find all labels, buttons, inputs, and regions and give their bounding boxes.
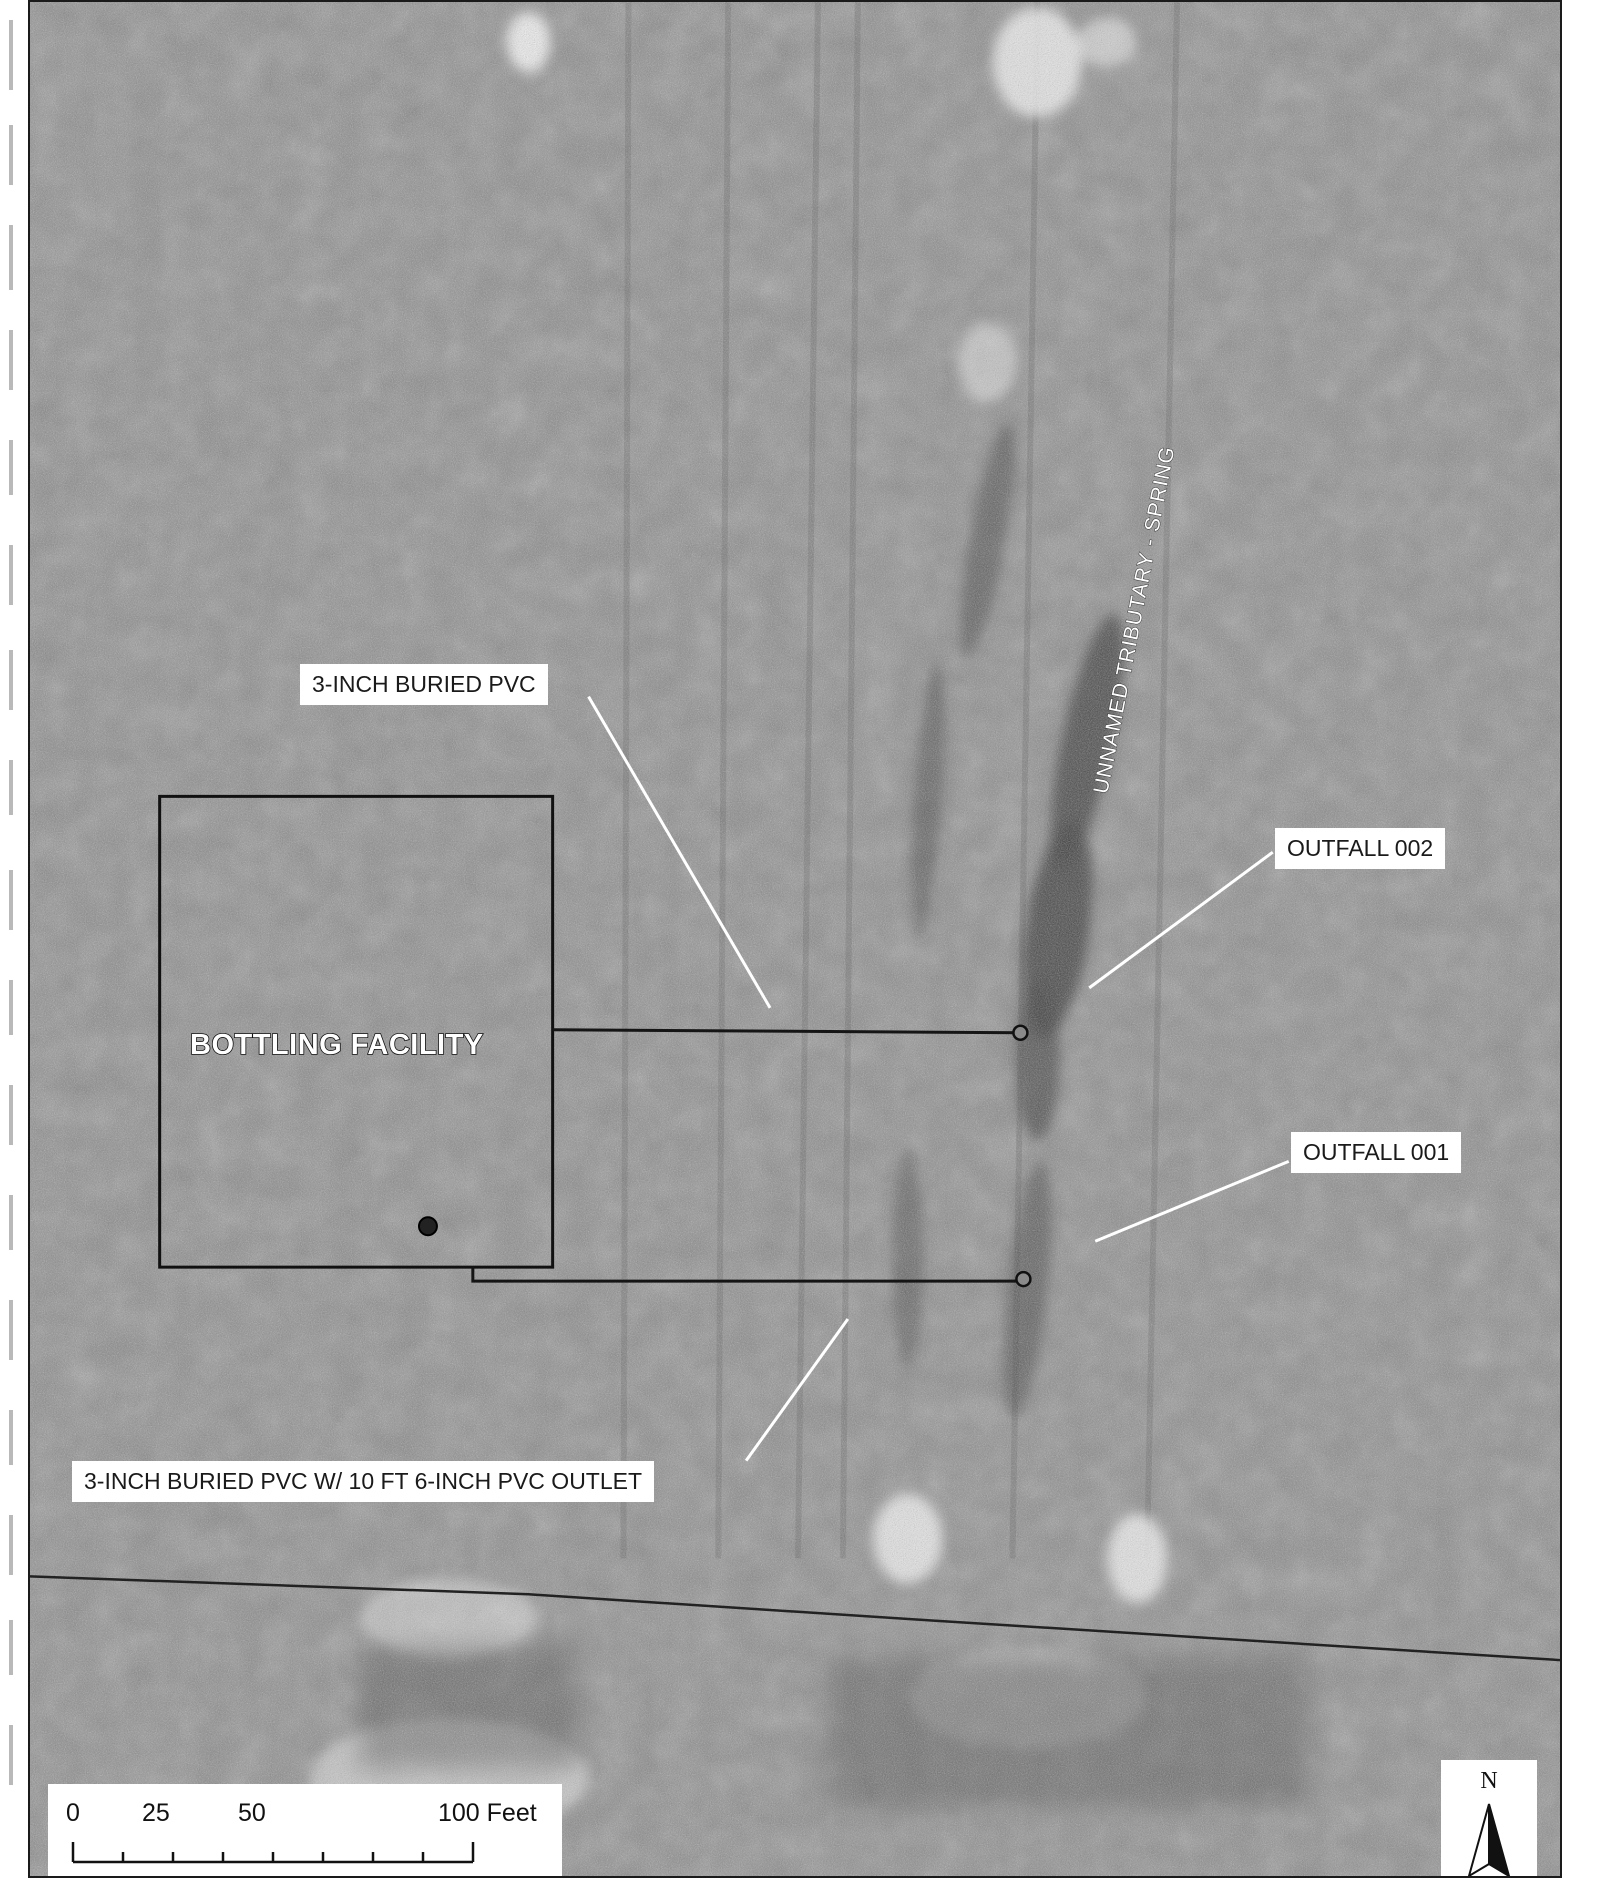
- facility-point-marker: [417, 1216, 438, 1237]
- map-frame: UNNAMED TRIBUTARY - SPRING BOTTLING FACI…: [28, 0, 1562, 1878]
- facility-boundary: [158, 794, 555, 1269]
- callout-pvc-outlet: 3-INCH BURIED PVC W/ 10 FT 6-INCH PVC OU…: [72, 1461, 655, 1502]
- left-margin-marks: [9, 20, 13, 1785]
- scale-tick-label-25: 25: [142, 1799, 170, 1827]
- callout-outfall-001: OUTFALL 001: [1291, 1132, 1462, 1173]
- imagery-grain: [30, 2, 1560, 1876]
- scale-tick-label-100: 100 Feet: [438, 1799, 537, 1827]
- scale-tick-label-0: 0: [66, 1799, 80, 1827]
- road-line: [30, 1575, 1560, 1662]
- north-arrow: N: [1441, 1760, 1537, 1876]
- outfall-001-marker: [1015, 1270, 1032, 1288]
- scale-bar: 0 25 50 100 Feet: [48, 1784, 562, 1876]
- scale-bar-graphic: [71, 1842, 475, 1864]
- callout-outfall-002: OUTFALL 002: [1275, 828, 1446, 869]
- callout-3inch-buried-pvc: 3-INCH BURIED PVC: [300, 664, 548, 705]
- pipe-line-lower: [471, 1267, 1022, 1283]
- pipe-line-upper: [552, 1028, 1020, 1035]
- leader-lines: [587, 695, 1290, 1462]
- scale-tick-label-50: 50: [238, 1799, 266, 1827]
- aerial-map: [30, 2, 1560, 1876]
- north-letter: N: [1480, 1768, 1498, 1794]
- facility-label: BOTTLING FACILITY: [189, 1028, 484, 1062]
- north-arrow-icon: [1467, 1803, 1511, 1876]
- outfall-002-marker: [1012, 1024, 1029, 1041]
